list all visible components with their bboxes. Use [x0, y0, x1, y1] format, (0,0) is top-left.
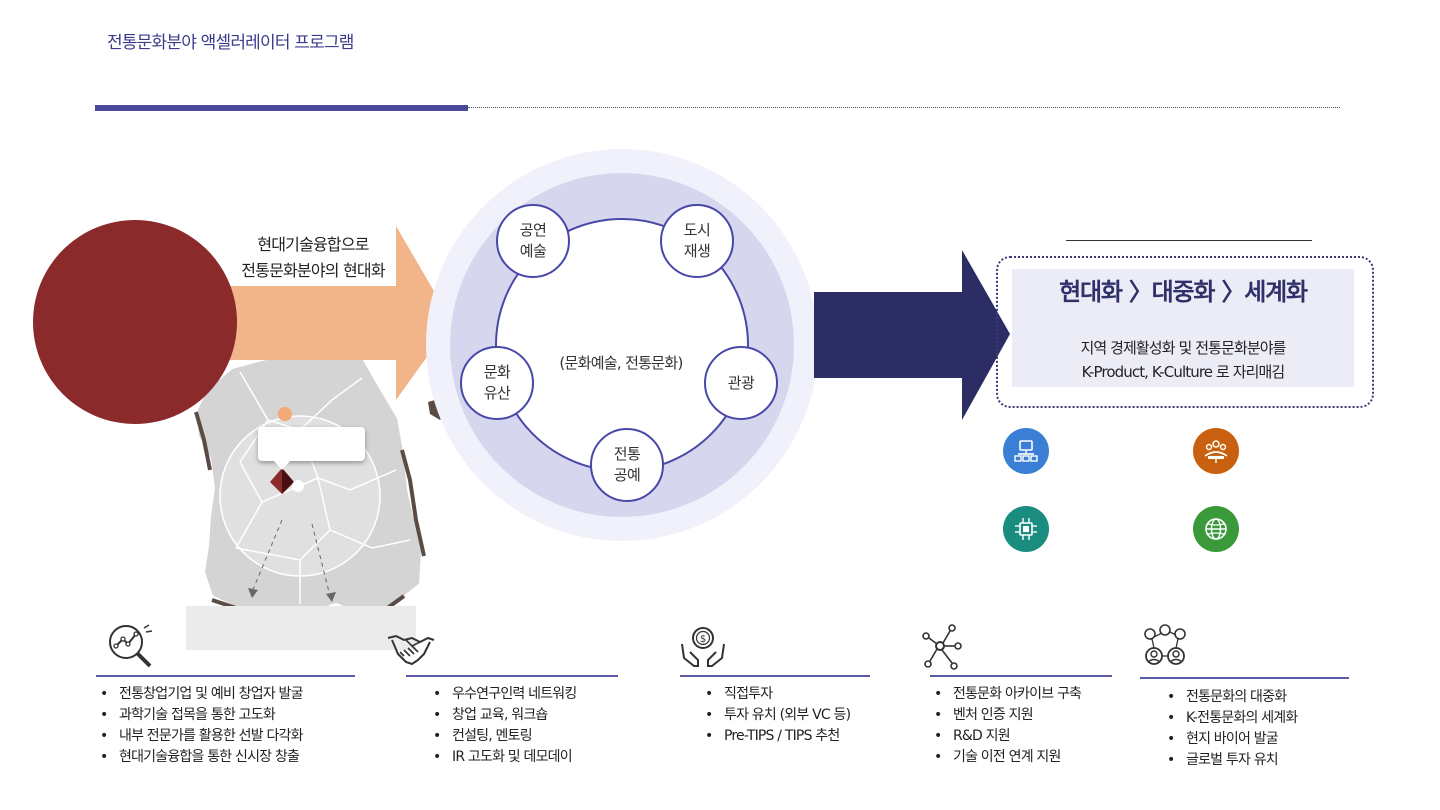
list-item: 창업 교육, 워크숍 [429, 705, 576, 726]
page-title: 전통문화분야 액셀러레이터 프로그램 [107, 33, 354, 53]
result-body-line1: 지역 경제활성화 및 전통문화분야를 [1080, 339, 1286, 357]
result-headline: 현대화 〉대중화 〉세계화 [1059, 278, 1308, 306]
handshake-icon [387, 634, 435, 666]
result-box [996, 256, 1374, 408]
list-item: 전통창업기업 및 예비 창업자 발굴 [96, 684, 304, 705]
node-label: 재생 [683, 242, 711, 260]
money-hands-icon: $ [681, 627, 725, 667]
list-item: 현대기술융합을 통한 신시장 창출 [96, 747, 303, 768]
list-item: 우수연구인력 네트워킹 [429, 684, 577, 705]
globe-icon [1193, 506, 1239, 552]
arrow-label: 현대기술융합으로 전통문화분야의 현대화 [218, 232, 408, 284]
list-item: 직접투자 [701, 684, 850, 705]
network-computer-icon [1003, 428, 1049, 474]
chip-icon [1003, 506, 1049, 552]
result-inner-panel [1012, 269, 1354, 387]
category-list-support: 전통문화 아카이브 구축 벤처 인증 지원 R&D 지원 기술 이전 연계 지원 [930, 684, 1082, 768]
list-item: Pre-TIPS / TIPS 추천 [701, 726, 850, 747]
category-rule [96, 675, 355, 677]
list-item: 과학기술 접목을 통한 고도화 [96, 705, 303, 726]
category-rule [406, 675, 618, 677]
map-callout-box [258, 427, 365, 470]
category-list-discovery: 전통창업기업 및 예비 창업자 발굴 과학기술 접목을 통한 고도화 내부 전문… [96, 684, 304, 768]
category-rule [680, 675, 870, 677]
result-body-line2: K-Product, K-Culture 로 자리매김 [1081, 363, 1286, 381]
list-item: 기술 이전 연계 지원 [930, 747, 1081, 768]
list-item: 벤처 인증 지원 [930, 705, 1081, 726]
list-item: 현지 바이어 발굴 [1163, 729, 1297, 750]
category-rule [1140, 677, 1349, 679]
header-rule-dotted [468, 107, 1340, 108]
cycle-node-performing-arts: 공연 예술 [496, 204, 570, 278]
list-item: 내부 전문가를 활용한 선발 다각화 [96, 726, 304, 747]
cycle-node-urban-regeneration: 도시 재생 [660, 204, 734, 278]
output-arrow [814, 250, 1010, 420]
list-item: 전통문화의 대중화 [1163, 687, 1297, 708]
cycle-node-cultural-heritage: 문화 유산 [460, 346, 534, 420]
category-list-investment: 직접투자 투자 유치 (외부 VC 등) Pre-TIPS / TIPS 추천 [701, 684, 851, 747]
team-icon [1193, 428, 1239, 474]
source-circle [33, 220, 237, 424]
cycle-center-label: (문화예술, 전통문화) [559, 354, 683, 372]
category-rule [930, 675, 1112, 677]
korea-map [186, 338, 448, 650]
arrow-label-line2: 전통문화분야의 현대화 [241, 261, 385, 280]
result-body: 지역 경제활성화 및 전통문화분야를 K-Product, K-Culture … [1012, 336, 1354, 384]
category-list-globalization: 전통문화의 대중화 K-전통문화의 세계화 현지 바이어 발굴 글로벌 투자 유… [1163, 687, 1298, 771]
node-label: 공예 [613, 466, 641, 484]
node-label: 관광 [727, 373, 755, 392]
list-item: K-전통문화의 세계화 [1163, 708, 1298, 729]
list-item: 글로벌 투자 유치 [1163, 750, 1297, 771]
result-top-rule [1066, 240, 1312, 241]
node-label: 도시 [683, 221, 711, 239]
svg-text:$: $ [700, 634, 706, 645]
cycle-node-traditional-craft: 전통 공예 [590, 428, 664, 502]
node-label: 예술 [519, 242, 547, 260]
list-item: 전통문화 아카이브 구축 [930, 684, 1082, 705]
node-label: 공연 [519, 221, 547, 239]
node-label: 유산 [483, 384, 511, 402]
cycle-node-tourism: 관광 [704, 346, 778, 420]
node-label: 문화 [483, 363, 511, 381]
category-list-incubation: 우수연구인력 네트워킹 창업 교육, 워크숍 컨설팅, 멘토링 IR 고도화 및… [429, 684, 577, 768]
chart-magnifier-icon [109, 624, 153, 668]
header-rule-solid [95, 105, 468, 111]
list-item: IR 고도화 및 데모데이 [429, 747, 576, 768]
list-item: 컨설팅, 멘토링 [429, 726, 576, 747]
network-nodes-icon [922, 624, 962, 670]
list-item: 투자 유치 (외부 VC 등) [701, 705, 851, 726]
list-item: R&D 지원 [930, 726, 1081, 747]
node-label: 전통 [613, 445, 641, 463]
people-network-icon [1144, 624, 1186, 665]
arrow-label-line1: 현대기술융합으로 [257, 235, 369, 254]
